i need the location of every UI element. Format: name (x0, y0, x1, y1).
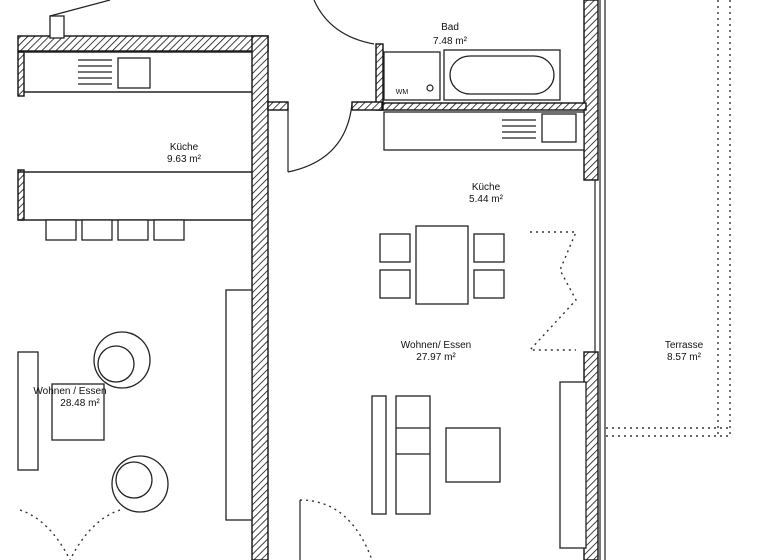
door-arc-top-center (313, 0, 375, 45)
room-area-bad: 7.48 m² (433, 36, 468, 47)
wall-partition-left (251, 35, 269, 560)
room-name-terrasse: Terrasse (665, 340, 704, 351)
room-area-kueche-left: 9.63 m² (167, 154, 202, 165)
dining-chair-1 (379, 233, 411, 263)
door-swing-left (19, 509, 71, 560)
room-name-kueche-right: Küche (472, 182, 501, 193)
room-labels: Bad 7.48 m² Küche 9.63 m² Küche 5.44 m² … (33, 22, 703, 409)
door-arc-bottom (299, 499, 373, 560)
room-name-bad: Bad (441, 22, 459, 33)
coffee-table (445, 427, 501, 483)
sideboard-left (225, 289, 253, 521)
door-arc-top-left (49, 0, 111, 17)
wall-stub-2 (351, 101, 383, 111)
wall-right-exterior (583, 0, 599, 181)
stool-2 (81, 219, 113, 241)
room-name-wohnen-right: Wohnen/ Essen (401, 340, 471, 351)
room-area-kueche-right: 5.44 m² (469, 194, 504, 205)
sofa-right-seat (395, 395, 431, 515)
wall-left-edge-2 (17, 169, 25, 221)
walls (17, 0, 599, 560)
room-name-kueche-left: Küche (170, 142, 199, 153)
kitchen-right-counter (383, 111, 585, 151)
door-arc-entrance (287, 103, 353, 173)
sink-right (541, 113, 577, 143)
room-area-wohnen-left: 28.48 m² (60, 398, 100, 409)
stool-3 (117, 219, 149, 241)
room-name-wohnen-left: Wohnen / Essen (33, 386, 106, 397)
stool-1 (45, 219, 77, 241)
bathtub-inner (449, 55, 555, 95)
doors (49, 0, 375, 560)
dining-chair-2 (379, 269, 411, 299)
table-left (51, 383, 105, 441)
sofa-right (371, 395, 387, 515)
stool-4 (153, 219, 185, 241)
terrace (606, 0, 731, 437)
dining-chair-3 (473, 233, 505, 263)
wall-bath-left (375, 43, 384, 111)
sink-left (117, 57, 151, 89)
wall-bath-bottom (379, 102, 587, 111)
sideboard-right (559, 381, 587, 549)
living-right (371, 225, 587, 549)
dining-chair-4 (473, 269, 505, 299)
window-lines (594, 0, 606, 560)
bathroom: WM (383, 49, 561, 101)
kitchen-left (18, 51, 252, 241)
washing-machine-label: WM (396, 89, 409, 96)
door-leaf-top-left (49, 15, 65, 39)
folding-door-right (528, 231, 578, 351)
room-area-wohnen-right: 27.97 m² (416, 352, 456, 363)
sofa-left (17, 351, 39, 471)
wall-left-edge (17, 51, 25, 97)
living-left (17, 289, 253, 560)
wall-stub-1 (267, 101, 289, 111)
room-area-terrasse: 8.57 m² (667, 352, 702, 363)
dining-table (415, 225, 469, 305)
bath-shower-tray (383, 51, 441, 101)
